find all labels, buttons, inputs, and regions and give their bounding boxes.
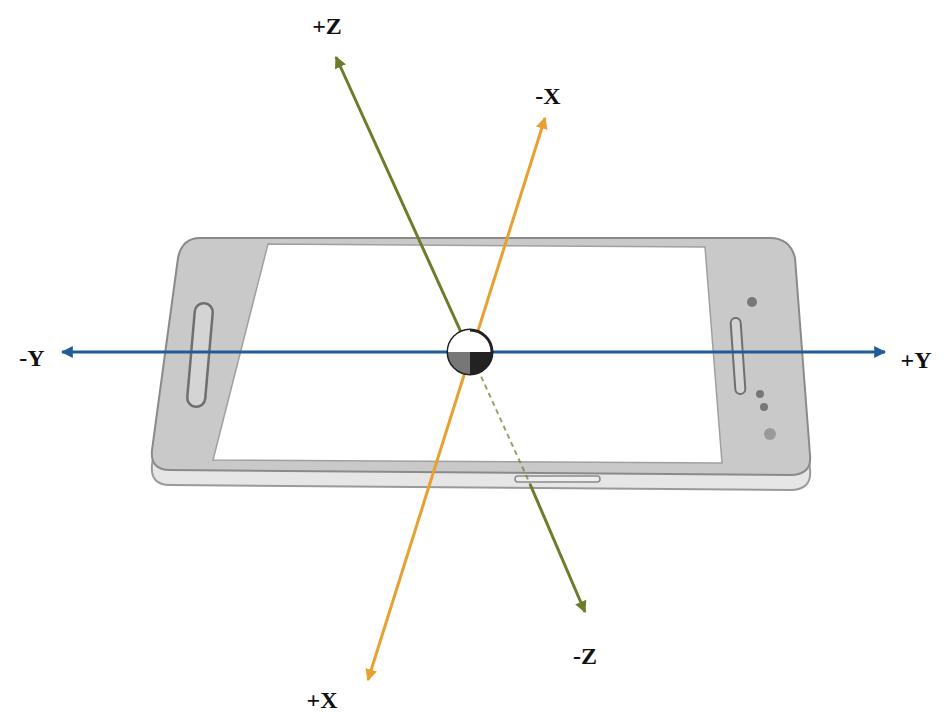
sensor-dot (756, 390, 764, 398)
phone-face (152, 238, 810, 475)
origin-symbol (448, 330, 492, 374)
axis-label: -Y (19, 346, 44, 370)
sensor-dot (760, 403, 768, 411)
axis-label: -X (535, 84, 560, 108)
z-axis-top (336, 57, 470, 352)
z-axis-hidden (470, 352, 530, 484)
axis-label: +Z (312, 14, 342, 38)
axis-label: +X (306, 688, 337, 712)
axis-label: -Z (573, 644, 597, 668)
origin-quarter (448, 352, 470, 374)
origin-quarter (470, 352, 492, 374)
left-speaker (187, 302, 214, 407)
origin-quarter (448, 330, 470, 352)
sensor-dot (764, 428, 776, 440)
x-axis (368, 118, 545, 680)
right-speaker (730, 318, 745, 395)
axis-label: +Y (900, 348, 931, 372)
z-axis-bottom (530, 484, 585, 612)
sensor-dot (747, 297, 757, 307)
